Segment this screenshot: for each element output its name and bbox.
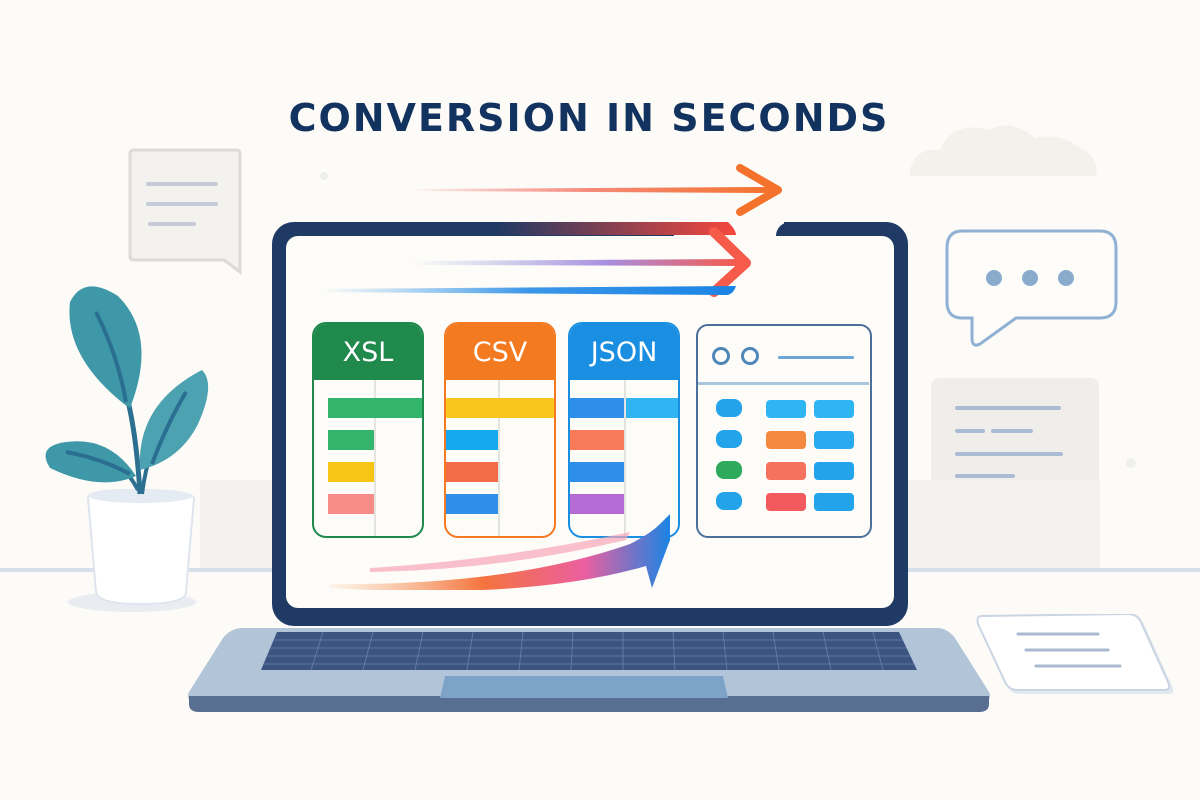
row-bullet	[716, 430, 742, 448]
data-row	[570, 494, 624, 514]
data-row	[328, 494, 374, 514]
format-rows	[314, 380, 422, 536]
document-bubble-icon	[128, 148, 242, 275]
row-cell	[766, 462, 806, 480]
plant-icon	[45, 286, 209, 612]
format-label: JSON	[570, 324, 678, 380]
decor-dot	[1126, 458, 1136, 468]
cloud-icon	[910, 125, 1097, 176]
data-row	[446, 462, 498, 482]
data-row	[570, 462, 624, 482]
window-dot	[741, 347, 759, 365]
format-label: CSV	[446, 324, 554, 380]
row-cell	[766, 400, 806, 418]
headline: CONVERSION IN SECONDS	[288, 96, 890, 140]
format-rows	[570, 380, 678, 536]
format-card-csv: CSV	[444, 322, 556, 538]
data-row	[570, 398, 624, 418]
swoosh-arrow-icon	[330, 514, 670, 590]
row-bullet	[716, 399, 742, 417]
output-window	[696, 324, 872, 538]
row-cell	[814, 400, 854, 418]
laptop-base	[187, 628, 991, 712]
format-card-json: JSON	[568, 322, 680, 538]
data-row	[328, 430, 374, 450]
data-row	[626, 398, 678, 418]
data-row	[328, 398, 422, 418]
arrow-icon	[300, 164, 782, 297]
data-row	[446, 398, 554, 418]
row-cell	[766, 431, 806, 449]
data-row	[446, 494, 498, 514]
format-label: XSL	[314, 324, 422, 380]
row-bullet	[716, 461, 742, 479]
row-cell	[814, 493, 854, 511]
note-card-icon	[976, 614, 1174, 694]
decor-dot	[320, 172, 328, 180]
format-card-xsl: XSL	[312, 322, 424, 538]
format-rows	[446, 380, 554, 536]
data-row	[570, 430, 624, 450]
typing-bubble-icon	[945, 229, 1118, 347]
data-row	[446, 430, 498, 450]
window-divider	[698, 382, 869, 385]
window-title-bar	[778, 356, 854, 359]
row-cell	[766, 493, 806, 511]
window-dot	[712, 347, 730, 365]
row-cell	[814, 462, 854, 480]
data-row	[328, 462, 374, 482]
row-cell	[814, 431, 854, 449]
lid-corner	[776, 222, 796, 236]
row-bullet	[716, 492, 742, 510]
